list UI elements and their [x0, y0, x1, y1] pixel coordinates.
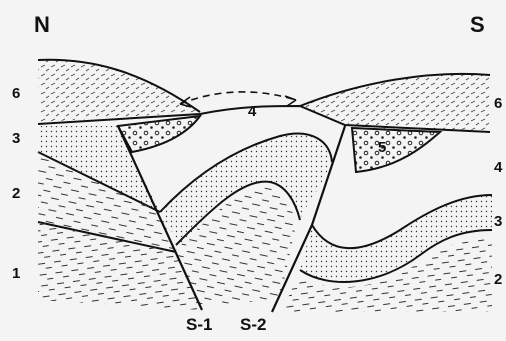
fault-label-s1: S-1 — [186, 316, 212, 333]
layer-6-left — [38, 60, 200, 122]
left-layer-label-1: 1 — [12, 266, 20, 281]
left-layer-label-3: 3 — [12, 131, 20, 146]
right-layer-label-6: 6 — [494, 96, 502, 111]
left-layer-label-6: 6 — [12, 86, 20, 101]
unit-label-4: 4 — [248, 104, 256, 119]
layer-6-right — [300, 74, 490, 130]
pebble-unit-right — [352, 128, 440, 172]
right-layer-label-3: 3 — [494, 214, 502, 229]
layer-4-dashed-arc — [180, 92, 296, 104]
right-layer-label-2: 2 — [494, 272, 502, 287]
fault-label-s2: S-2 — [240, 316, 266, 333]
left-layer-label-2: 2 — [12, 186, 20, 201]
south-label: S — [470, 14, 485, 36]
right-layer-label-4: 4 — [494, 160, 502, 175]
pebble-unit-left — [118, 116, 200, 152]
north-label: N — [34, 14, 50, 36]
unit-label-5: 5 — [378, 140, 386, 155]
